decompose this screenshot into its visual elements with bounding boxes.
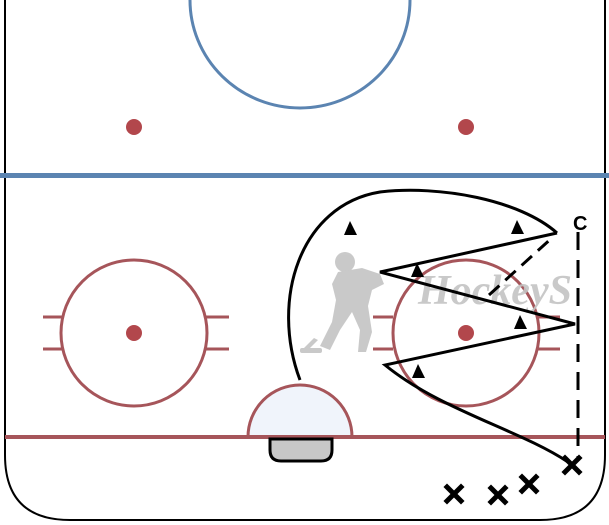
cone-3 [411,263,424,277]
goal-line [5,435,605,439]
cones [344,220,527,378]
pass-line-1 [487,234,556,297]
neutral-zone-dot-right [458,119,474,135]
player-x-3 [518,473,540,495]
hockey-player-silhouette-icon [300,252,384,353]
center-ice-circle [188,0,412,110]
goal-net [268,437,334,463]
watermark-logo: HockeyS [300,252,572,353]
faceoff-circle-left [43,258,229,408]
faceoff-dot-left [126,325,142,341]
player-x-2 [487,484,509,506]
blue-line [0,173,609,178]
skating-path-arc [287,188,558,381]
cone-4 [514,315,527,329]
faceoff-dot-right [458,325,474,341]
coach-marker: C [573,213,587,235]
player-x-4 [561,454,583,476]
neutral-zone-dot-left [126,119,142,135]
player-x-1 [443,483,465,505]
cone-5 [412,364,425,378]
cone-2 [511,220,524,234]
goal-crease [246,383,354,439]
cone-1 [344,221,357,235]
skating-path [379,231,576,464]
rink-boards [4,0,606,521]
players [443,454,583,506]
